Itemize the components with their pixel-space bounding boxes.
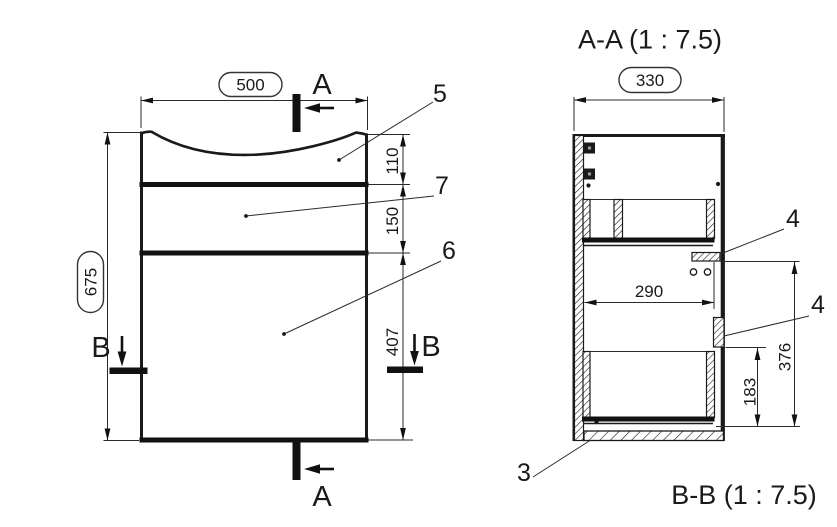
bottom-panel-section [583,430,725,442]
dim-bottom-section-value: 407 [383,328,402,356]
dim-height-value: 675 [82,268,101,296]
screw-hole-2 [703,268,712,276]
section-letter-a-top: A [312,69,332,101]
dim-oval-330 [618,66,682,94]
section-letter-b-left: B [91,332,110,364]
section-mark-a-bottom: A [292,441,334,513]
upper-drawer-section [582,198,716,247]
part-label-bottom-panel: 3 [517,459,531,487]
dim-oval-675 [76,250,105,314]
section-bb-title: B-B (1 : 7.5) [671,480,817,510]
front-view: 500 675 110 150 407 A [76,69,456,513]
part-label-upper-bracket: 4 [786,205,800,233]
part-label-top-panel: 5 [433,80,447,108]
dim-lower-height-value: 376 [776,343,795,371]
dim-drawer-height-value: 183 [741,378,760,406]
dim-middle-section-value: 150 [383,207,402,235]
dim-top-section-value: 110 [383,147,402,174]
section-mark-a-top: A [292,69,334,132]
screw-hole-1 [689,268,698,276]
part-label-drawer-front: 7 [435,172,449,200]
dim-depth-value: 330 [636,71,664,90]
part-label-lower-bracket: 4 [811,291,825,319]
section-aa-title: A-A (1 : 7.5) [578,25,722,55]
section-mark-b-left: B [91,332,148,374]
part-label-door: 6 [442,237,456,265]
section-letter-a-bottom: A [312,481,332,513]
section-mark-b-right: B [387,331,441,373]
screw-dot-right [715,181,721,187]
section-letter-b-right: B [421,331,440,363]
dim-inner-width-value: 290 [635,282,663,301]
screw-dot-left [586,183,591,188]
upper-slide-bracket [691,251,721,262]
sink-top-curve [140,130,368,157]
bottom-drawer-section [582,350,716,425]
section-view-aa: A-A (1 : 7.5) 330 [517,25,825,511]
dim-oval-500 [218,71,283,98]
front-panel-section [573,134,585,442]
dim-width-value: 500 [236,76,264,95]
lower-slide-bracket [712,316,725,348]
